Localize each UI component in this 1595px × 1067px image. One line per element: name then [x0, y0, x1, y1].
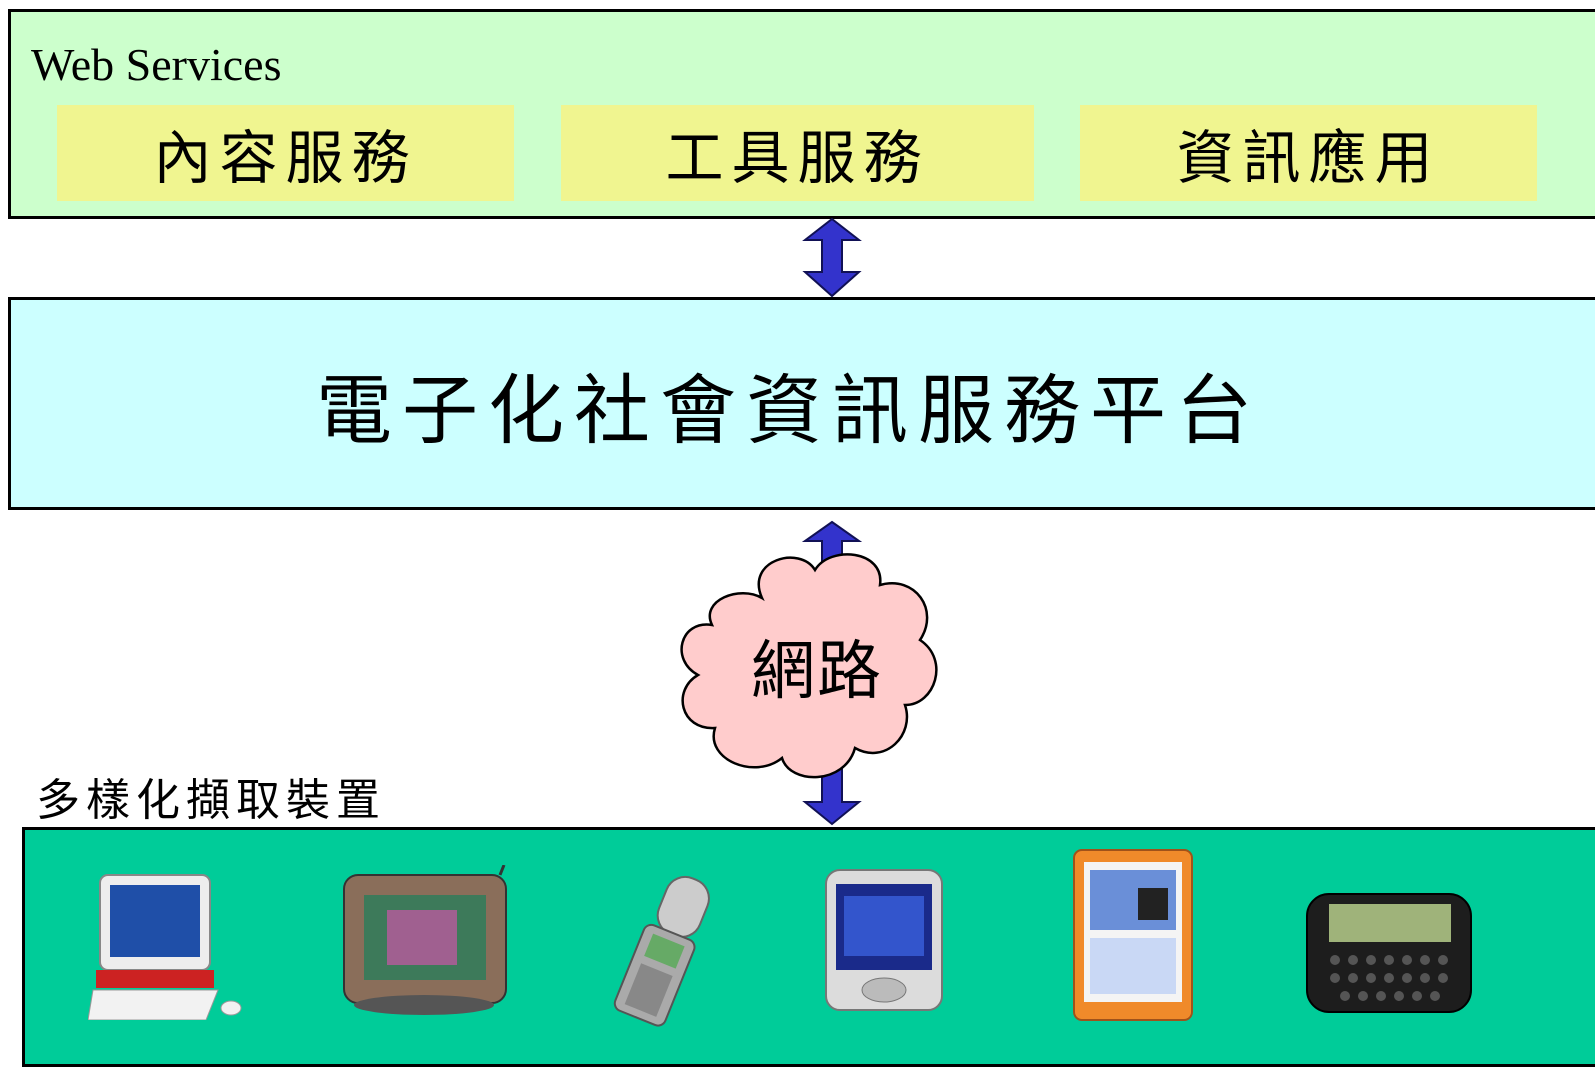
- service-box-tools: 工具服務: [561, 105, 1034, 201]
- tablet-pc-icon: [1073, 849, 1193, 1021]
- double-arrow-icon-upper: [802, 217, 862, 298]
- flip-phone-icon: [613, 875, 710, 1027]
- pda-icon: [825, 869, 943, 1011]
- network-label: 網路: [751, 635, 883, 709]
- platform-title: 電子化社會資訊服務平台: [316, 365, 1262, 455]
- pager-icon: [1306, 893, 1472, 1013]
- network-cloud-icon: [680, 553, 938, 779]
- webpad-icon: [343, 865, 507, 1015]
- platform-layer: 電子化社會資訊服務平台: [8, 297, 1595, 510]
- service-box-content: 內容服務: [57, 105, 514, 201]
- web-services-layer: Web Services 內容服務 工具服務 資訊應用: [8, 9, 1595, 219]
- service-box-info-apps: 資訊應用: [1080, 105, 1537, 201]
- devices-label: 多樣化擷取裝置: [36, 775, 386, 826]
- web-services-label: Web Services: [31, 39, 282, 90]
- desktop-pc-icon: [88, 874, 242, 1020]
